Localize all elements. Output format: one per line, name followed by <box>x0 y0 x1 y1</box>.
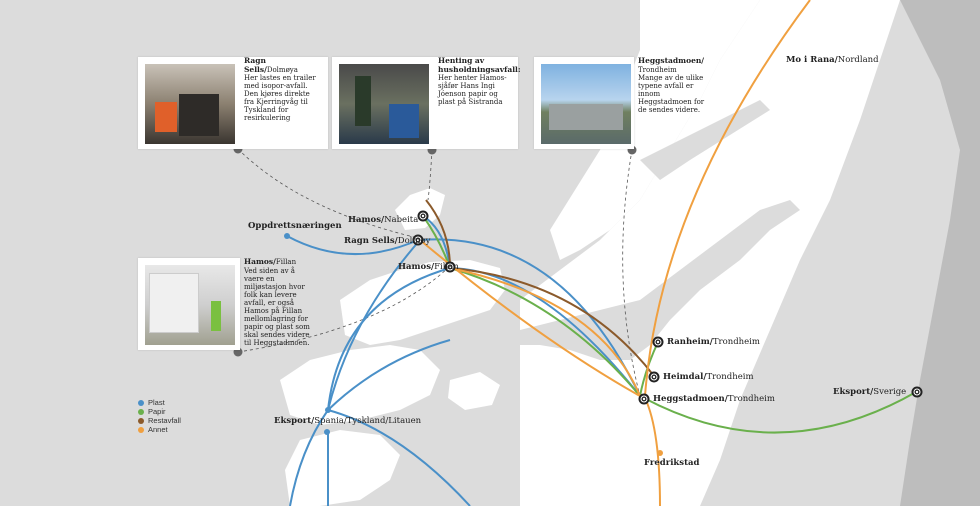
legend-dot-restavfall <box>138 417 144 424</box>
flow-papir-heggstad <box>449 267 641 397</box>
island-froya <box>395 188 445 230</box>
label-eksport-sverige: Eksport/Sverige <box>833 387 907 397</box>
eksport-spania-dot-2 <box>324 429 330 435</box>
legend: Plast Papir Restavfall Annet <box>138 398 181 434</box>
photo-forklift <box>145 64 235 144</box>
flow-annet-fillan <box>449 267 641 397</box>
mainland-west <box>550 0 760 260</box>
callout-line-fillan <box>237 267 449 353</box>
card-henting: Henting av husholdningsavfall: Her hente… <box>332 56 521 149</box>
island-south <box>280 345 440 425</box>
photo-driver <box>355 76 371 126</box>
legend-item-annet: Annet <box>138 425 181 434</box>
label-fredrikstad: Fredrikstad <box>644 458 700 468</box>
fjord-north <box>640 100 770 180</box>
photo-heggstadmoen <box>541 64 631 144</box>
photo-fillan <box>145 265 235 345</box>
legend-item-plast: Plast <box>138 398 181 407</box>
island-small <box>448 372 500 410</box>
photo-truck <box>149 273 199 333</box>
label-mo-i-rana: Mo i Rana/Nordland <box>786 55 879 65</box>
marker-heimdal <box>648 371 660 383</box>
photo-forklift-body <box>179 94 219 136</box>
photo-worker-vest <box>211 301 221 331</box>
callout-line-heggstadmoen <box>622 149 641 397</box>
legend-dot-annet <box>138 426 144 433</box>
label-nabeita: Hamos/Nabeita <box>348 215 419 225</box>
flow-annet-fredrikstad <box>644 397 661 506</box>
eksport-spania-dot <box>325 407 331 413</box>
legend-item-papir: Papir <box>138 407 181 416</box>
caption-fillan: Hamos/Fillan Ved siden av å vaere en mil… <box>244 257 310 348</box>
callout-line-ragnsells <box>237 148 419 239</box>
trondheimsfjord <box>520 200 800 360</box>
legend-label-papir: Papir <box>148 407 166 416</box>
marker-ranheim <box>652 336 664 348</box>
marker-sverige <box>911 386 923 398</box>
island-hitra <box>340 260 505 345</box>
label-heimdal: Heimdal/Trondheim <box>663 372 754 382</box>
flow-rest-heimdal <box>449 267 655 377</box>
photo-bin <box>389 104 419 138</box>
card-heggstadmoen <box>534 57 634 149</box>
marker-fillan <box>444 261 456 273</box>
flow-plast-eksport-5 <box>289 409 329 506</box>
label-eksport-spania: Eksport/Spania/Tyskland/Litauen <box>274 416 422 426</box>
legend-item-restavfall: Restavfall <box>138 416 181 425</box>
caption-henting: Henting av husholdningsavfall: Her hente… <box>438 56 521 107</box>
photo-bales <box>549 104 623 130</box>
flow-plast-eksport-2 <box>327 239 421 411</box>
card-fillan <box>138 258 240 350</box>
photo-worker <box>155 102 177 132</box>
label-fillan: Hamos/Fillan <box>398 262 459 272</box>
flow-plast-heggstad <box>419 238 641 397</box>
photo-collection <box>339 64 429 144</box>
label-ranheim: Ranheim/Trondheim <box>667 337 760 347</box>
label-dolmoy: Ragn Sells/Dolmøy <box>344 236 431 246</box>
oppdrett-dot <box>284 233 290 239</box>
legend-dot-papir <box>138 408 144 415</box>
fredrikstad-dot <box>657 450 663 456</box>
marker-heggstadmoen <box>638 393 650 405</box>
flow-rest-fillan <box>425 199 451 269</box>
legend-label-restavfall: Restavfall <box>148 416 181 425</box>
legend-label-plast: Plast <box>148 398 165 407</box>
flow-plast-oppdrett <box>286 235 419 255</box>
callout-line-henting <box>427 149 433 201</box>
sweden <box>900 0 980 506</box>
label-oppdrett: Oppdrettsnæringen <box>248 221 342 231</box>
caption-heggstadmoen: Heggstadmoen/Trondheim Mange av de ulike… <box>638 56 705 114</box>
legend-label-annet: Annet <box>148 425 168 434</box>
island-south2 <box>285 430 400 506</box>
legend-dot-plast <box>138 399 144 406</box>
label-heggstadmoen: Heggstadmoen/Trondheim <box>653 394 775 404</box>
flow-annet-mo <box>644 0 811 397</box>
marker-nabeita <box>417 210 429 222</box>
marker-dolmoy <box>412 234 424 246</box>
flow-papir-sverige <box>643 391 917 434</box>
caption-ragnsells: Ragn Sells/Dolmøya Her lastes en trailer… <box>244 56 316 123</box>
location-markers <box>412 210 923 405</box>
flow-plast-eksport-3 <box>327 339 451 411</box>
card-ragnsells: Ragn Sells/Dolmøya Her lastes en trailer… <box>138 56 328 149</box>
flow-plast-eksport-4 <box>327 409 471 506</box>
